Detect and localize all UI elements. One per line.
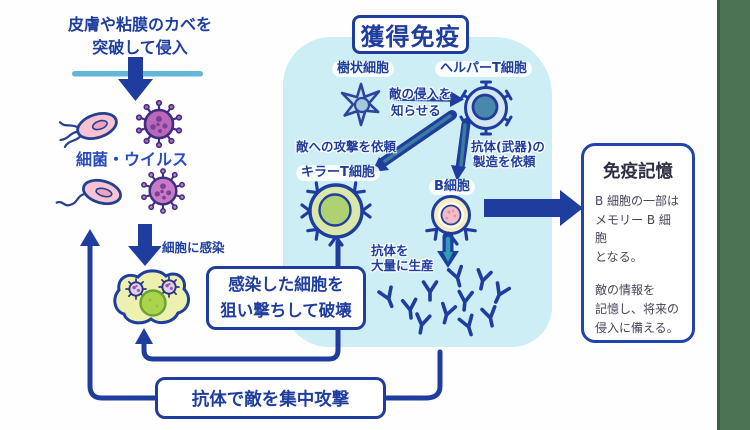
destroy-infected-cell-box: 感染した細胞を 狙い撃ちして破壊 [206, 266, 366, 330]
antibody-cluster-icon [377, 264, 512, 339]
destroy-box-line1: 感染した細胞を [228, 275, 344, 295]
antibody-attack-loop-line [87, 241, 160, 401]
invasion-caption-line2: 突破して侵入 [92, 38, 188, 58]
b-cell-label: B細胞 [429, 179, 475, 196]
request-antibody-arrow-icon [451, 119, 471, 181]
antibody-attack-box: 抗体で敵を集中攻撃 [155, 377, 386, 419]
produce-antibody-arrow-icon [437, 231, 459, 268]
acquired-immunity-title: 獲得免疫 [360, 23, 461, 51]
antibody-to-box-line [383, 349, 443, 401]
dendritic-cell-icon [340, 82, 381, 127]
immune-memory-body2: 敵の情報を 記憶し、将来の 侵入に備える。 [595, 283, 680, 335]
invasion-arrow-icon [118, 57, 153, 101]
helper-t-cell-label: ヘルパーT細胞 [435, 61, 532, 78]
produce-annotation-line1: 抗体を [371, 243, 409, 258]
request-antibody-annotation-line2: 製造を依頼 [473, 154, 536, 169]
killer-t-cell-icon [300, 181, 372, 247]
dendritic-cell-label: 樹状細胞 [332, 61, 395, 78]
helper-t-cell-icon [459, 80, 513, 136]
up-arrowhead-icon [135, 328, 153, 344]
bacteria-icon [55, 178, 122, 207]
immune-memory-box: 免疫記憶 B 細胞の一部は メモリー B 細胞 となる。 敵の情報を 記憶し、将… [581, 143, 695, 343]
infect-label: 細胞に感染 [162, 240, 225, 255]
notify-annotation-line1: 敵の侵入を [389, 86, 452, 101]
virus-icon [135, 99, 183, 149]
up-arrowhead-icon [80, 229, 100, 246]
destroy-box-line2: 狙い撃ちして破壊 [220, 301, 352, 320]
memory-arrow-icon [484, 190, 583, 226]
antibody-attack-label: 抗体で敵を集中攻撃 [191, 389, 350, 410]
b-cell-icon [425, 195, 477, 246]
page-background-band [717, 0, 750, 430]
virus-icon [140, 167, 186, 215]
acquired-immunity-title-box: 獲得免疫 [352, 15, 469, 54]
pathogens-label: 細菌・ウイルス [75, 150, 188, 169]
notify-annotation-line2: 知らせる [391, 103, 441, 118]
bacteria-icon [58, 112, 118, 149]
request-attack-annotation: 敵への攻撃を依頼 [296, 139, 397, 154]
immune-memory-body1: B 細胞の一部は メモリー B 細胞 となる。 [595, 194, 680, 264]
invasion-caption-line1: 皮膚や粘膜のカベを [67, 15, 212, 34]
killer-destroy-loop-line [141, 239, 341, 362]
killer-t-cell-label: キラーT細胞 [296, 165, 380, 182]
invasion-caption: 皮膚や粘膜のカベを 突破して侵入 [55, 13, 225, 59]
infected-cell-icon [113, 269, 191, 325]
infection-arrow-icon [128, 224, 162, 266]
produce-annotation-line2: 大量に生産 [371, 258, 434, 273]
immune-memory-title: 免疫記憶 [603, 162, 673, 182]
request-antibody-annotation-line1: 抗体(武器)の [471, 139, 545, 154]
notify-arrow-icon [391, 91, 464, 107]
